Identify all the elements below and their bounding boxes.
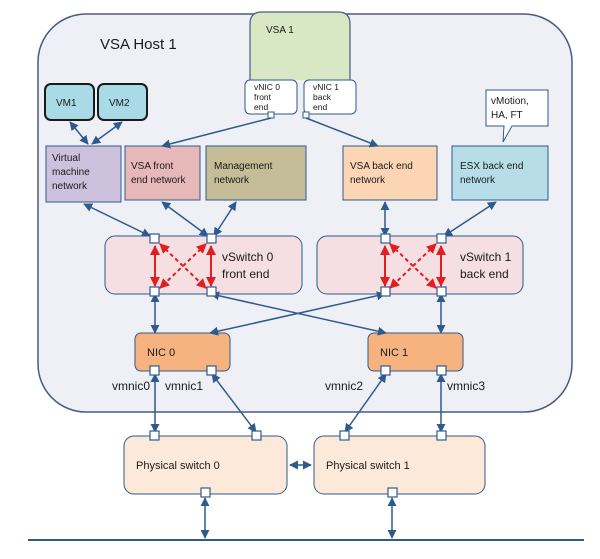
esx-back-network-box	[451, 145, 549, 201]
vm2-box	[97, 83, 148, 121]
vswitch1-internal-links	[380, 243, 446, 289]
physical-switch-0-label: Physical switch 0	[136, 460, 220, 472]
vswitch1-port	[380, 286, 391, 297]
vnic1-sub2: end	[313, 102, 327, 112]
vsa-front-line2: end network	[131, 175, 186, 186]
vnic0-sub1: front	[254, 92, 272, 102]
vswitch1-port	[436, 233, 447, 244]
management-line2: network	[214, 175, 250, 186]
nic1-port	[436, 365, 447, 376]
svg-text:VSA front end network: VSA front end network	[131, 161, 186, 186]
vm1-label: VM1	[56, 98, 77, 109]
vm1-box	[44, 83, 95, 121]
svg-text:vSwitch 0 front end: vSwitch 0 front end	[222, 250, 277, 281]
vswitch0-port	[149, 286, 160, 297]
svg-text:Management network: Management network	[214, 161, 275, 186]
vmnic1-label: vmnic1	[165, 379, 203, 393]
vswitch0-port	[206, 233, 217, 244]
vswitch1-line2: back end	[460, 267, 509, 281]
vm-network-line2: machine	[52, 167, 90, 178]
vnic1-box	[303, 79, 357, 115]
physical-switch-0-port	[149, 430, 160, 441]
management-network-box	[205, 145, 307, 201]
management-line1: Management	[214, 161, 273, 172]
svg-text:vNIC 1 back end: vNIC 1 back end	[313, 82, 341, 112]
vsa-back-line1: VSA back end	[350, 161, 413, 172]
physical-switch-1-label: Physical switch 1	[326, 460, 410, 472]
vswitch1-port	[436, 286, 447, 297]
vnic1-sub1: back	[313, 92, 332, 102]
svg-text:vMotion, HA, FT: vMotion, HA, FT	[491, 96, 532, 121]
vswitch1-port	[380, 233, 391, 244]
nic0-port	[149, 365, 160, 376]
vsa-title: VSA 1	[266, 25, 294, 36]
physical-switch-1-port	[339, 430, 350, 441]
svg-text:vNIC 0 front end: vNIC 0 front end	[254, 82, 282, 112]
nic1-label: NIC 1	[380, 347, 408, 359]
nic0-label: NIC 0	[147, 347, 175, 359]
physical-switch-1-box	[313, 435, 486, 495]
vmnic3-label: vmnic3	[447, 379, 485, 393]
vsa-appliance	[249, 11, 351, 80]
vswitch0-line2: front end	[222, 267, 269, 281]
physical-switch-1-uplink-port	[387, 487, 398, 498]
vnic0-sub2: end	[254, 102, 268, 112]
vm-network-line3: network	[52, 181, 88, 192]
vm2-label: VM2	[109, 98, 130, 109]
nic1-box	[367, 332, 464, 372]
vswitch0-port	[149, 233, 160, 244]
vnic1-label: vNIC 1	[313, 82, 339, 92]
vm-network-box	[45, 145, 122, 203]
vswitch0-line1: vSwitch 0	[222, 250, 274, 264]
vnic0-label: vNIC 0	[254, 82, 280, 92]
vswitch1-line1: vSwitch 1	[460, 250, 512, 264]
vmnic0-label: vmnic0	[112, 379, 150, 393]
vsa-back-network-box	[342, 145, 438, 201]
vnic1-port	[302, 111, 310, 119]
svg-text:vSwitch 1 back end: vSwitch 1 back end	[460, 250, 515, 281]
vmotion-line1: vMotion,	[491, 96, 529, 107]
esx-back-line2: network	[460, 175, 496, 186]
vmnic2-label: vmnic2	[325, 379, 363, 393]
vsa-front-network-box	[124, 145, 201, 201]
nic1-port	[380, 365, 391, 376]
nic0-box	[134, 332, 231, 372]
vmotion-line2: HA, FT	[491, 110, 523, 121]
vswitch0-port	[206, 286, 217, 297]
physical-switch-0-port	[251, 430, 262, 441]
host-title: VSA Host 1	[100, 36, 177, 53]
physical-switch-1-port	[436, 430, 447, 441]
vmotion-callout	[485, 89, 549, 143]
nic0-port	[206, 365, 217, 376]
vswitch0-internal-links	[150, 243, 216, 289]
esx-back-line1: ESX back end	[460, 161, 523, 172]
physical-switch-0-uplink-port	[200, 487, 211, 498]
svg-text:VSA back end network: VSA back end network	[350, 161, 416, 186]
vsa-front-line1: VSA front	[131, 161, 173, 172]
vm-network-line1: Virtual	[52, 153, 80, 164]
vnic0-port	[267, 111, 275, 119]
svg-text:Virtual machine networ: Virtual machine network	[52, 153, 93, 192]
ports	[149, 233, 447, 498]
vswitch1-box	[316, 235, 524, 295]
svg-text:ESX back end network: ESX back end network	[460, 161, 526, 186]
connections	[69, 117, 497, 539]
vsa-back-line2: network	[350, 175, 386, 186]
